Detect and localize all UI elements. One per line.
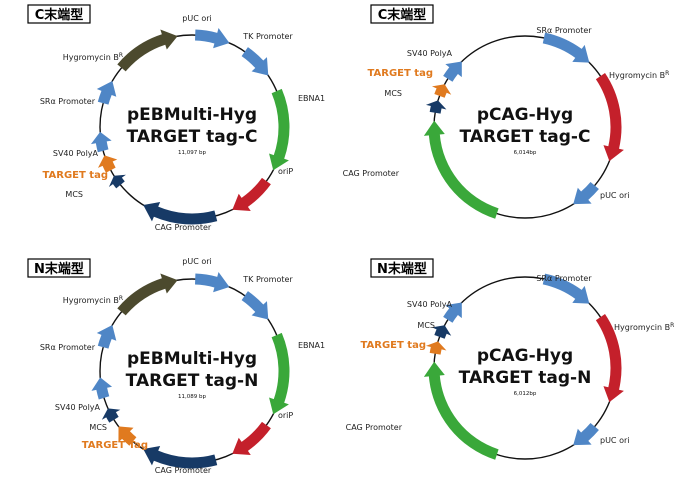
feature-arrow [195,271,230,293]
feature-label: pUC ori [600,436,629,445]
feature-label: SV40 PolyA [407,49,453,58]
feature-arrow [431,325,452,339]
feature-label: CAG Promoter [346,423,403,432]
plasmid-title: pEBMulti-Hyg [127,349,257,369]
plasmid-subtitle: TARGET tag-N [459,368,592,388]
feature-arrow [195,27,230,49]
corner-label-box [370,258,434,278]
corner-label-box [27,258,91,278]
feature-label: SV40 PolyA [407,300,453,309]
feature-label: TARGET tag [360,340,426,351]
feature-arrow [91,377,113,400]
terminus-type-label: N末端型 [377,261,427,277]
feature-label: TK Promoter [242,275,293,284]
feature-arrow [96,325,117,349]
feature-arrow [90,131,112,153]
feature-label: pUC ori [600,191,629,200]
feature-label: Hygromycin BR [609,70,669,80]
feature-arrow [595,314,624,403]
feature-label: EBNA1 [298,94,325,103]
feature-label: Hygromycin BR [63,52,123,62]
feature-arrow [595,73,624,162]
feature-label: pUC ori [182,257,211,266]
feature-arrow [423,361,499,460]
feature-label: SRα Promoter [40,97,96,106]
feature-arrow [232,421,271,455]
plasmid-subtitle: TARGET tag-N [126,371,259,391]
plasmid-subtitle: TARGET tag-C [127,127,258,147]
feature-label: Hygromycin BR [614,322,674,332]
feature-arrow [117,273,178,316]
feature-arrow [98,155,118,173]
feature-label: CAG Promoter [155,223,212,232]
feature-arrow [143,446,218,469]
feature-label: TARGET tag [367,68,433,79]
feature-label: pUC ori [182,14,211,23]
feature-label: SRα Promoter [40,343,96,352]
feature-arrow [573,422,599,446]
feature-label: TARGET tag [42,170,108,181]
feature-arrow [573,181,599,205]
feature-label: TK Promoter [242,32,293,41]
feature-arrow [443,61,462,82]
plasmid-size: 6,012bp [514,391,537,397]
feature-arrow [443,302,462,323]
feature-label: oriP [278,411,293,420]
plasmid-subtitle: TARGET tag-C [460,127,591,147]
feature-arrow [423,120,499,219]
plasmid-title: pCAG-Hyg [477,105,573,125]
feature-label: SRα Promoter [536,26,592,35]
feature-arrow [101,408,121,423]
plasmid-size: 11,097 bp [178,150,206,156]
feature-label: SV40 PolyA [55,403,101,412]
feature-label: MCS [384,89,402,98]
terminus-type-label: N末端型 [34,261,84,277]
feature-arrow [241,291,269,320]
terminus-type-label: C末端型 [378,7,427,23]
corner-label-box [370,4,434,24]
plasmid-size: 11,089 bp [178,394,206,400]
corner-label-box [27,4,91,24]
feature-arrow [425,100,447,114]
feature-arrow [542,273,590,304]
plasmid-title: pCAG-Hyg [477,346,573,366]
feature-arrow [431,84,452,98]
feature-label: Hygromycin BR [63,295,123,305]
feature-label: EBNA1 [298,341,325,350]
terminus-type-label: C末端型 [35,7,84,23]
feature-arrow [96,81,117,105]
feature-label: MCS [89,423,107,432]
feature-label: CAG Promoter [155,466,212,475]
feature-arrow [117,29,178,72]
feature-label: TARGET Tag [82,440,148,451]
feature-arrow [425,341,447,355]
feature-arrow [143,202,218,225]
feature-label: MCS [65,190,83,199]
feature-label: SRα Promoter [536,274,592,283]
plasmid-title: pEBMulti-Hyg [127,105,257,125]
feature-arrow [542,32,590,63]
feature-arrow [241,47,269,76]
feature-label: MCS [417,321,435,330]
feature-label: CAG Promoter [343,169,400,178]
feature-label: SV40 PolyA [53,149,99,158]
feature-arrow [232,177,271,211]
feature-label: oriP [278,167,293,176]
plasmid-size: 6,014bp [514,150,537,156]
feature-arrow [108,174,126,189]
feature-arrow [118,426,137,446]
feature-arrow [269,88,290,171]
feature-arrow [269,332,290,415]
